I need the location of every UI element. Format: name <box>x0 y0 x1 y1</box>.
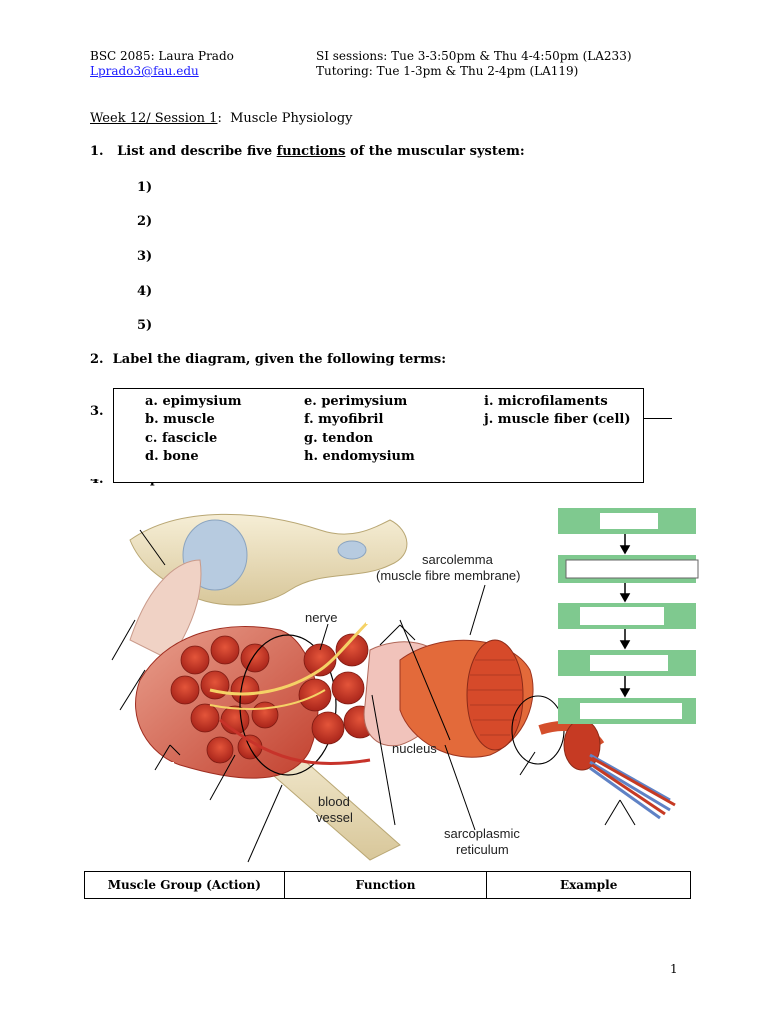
blank-box-3 <box>366 586 404 624</box>
blank-box-4 <box>118 762 174 790</box>
label-blood: blood <box>318 794 350 809</box>
q4-number: 4. <box>90 472 104 487</box>
term-a: a. epimysium <box>145 394 242 409</box>
question-2: 2. Label the diagram, given the followin… <box>90 352 446 367</box>
flow-chart <box>558 508 698 724</box>
label-nerve: nerve <box>305 610 338 625</box>
term-f: f. myofibril <box>304 412 383 427</box>
label-nucleus: nucleus <box>392 741 437 756</box>
label-reticulum: reticulum <box>456 842 509 857</box>
label-sarcolemma-sub: (muscle fibre membrane) <box>376 568 521 583</box>
q1-item-1: 1) <box>137 180 152 195</box>
flow-box-5-blank <box>580 703 682 719</box>
q3-number: 3. <box>90 404 104 419</box>
table-header-example: Example <box>487 872 691 899</box>
q3-answer-line <box>642 418 672 419</box>
term-h: h. endomysium <box>304 449 415 464</box>
tutoring-hours: Tutoring: Tue 1-3pm & Thu 2-4pm (LA119) <box>316 63 578 79</box>
q1-text-functions: functions <box>277 144 346 159</box>
table-header-row: Muscle Group (Action) Function Example <box>85 872 691 899</box>
blank-box-5 <box>480 782 552 808</box>
course-name: BSC 2085: Laura Prado <box>90 48 234 64</box>
q1-text-b: of the muscular system: <box>345 144 524 159</box>
email-link[interactable]: Lprado3@fau.edu <box>90 63 199 79</box>
question-1: 1. List and describe five functions of t… <box>90 144 525 159</box>
muscle-table: Muscle Group (Action) Function Example <box>84 871 691 899</box>
myofibril-end <box>467 640 523 750</box>
bone-joint-right <box>338 541 366 559</box>
q2-text-rest: the diagram, given the following terms: <box>153 352 447 367</box>
q1-number: 1. <box>90 144 104 159</box>
flow-box-2-blank <box>566 560 698 578</box>
title-colon: : <box>217 111 221 126</box>
q1-item-5: 5) <box>137 318 152 333</box>
q1-item-2: 2) <box>137 214 152 229</box>
term-j: j. muscle fiber (cell) <box>484 412 631 427</box>
topic: Muscle Physiology <box>230 111 352 126</box>
q1-item-3: 3) <box>137 249 152 264</box>
blank-box-2 <box>70 660 122 712</box>
blank-box-1 <box>98 500 150 522</box>
flow-box-3-blank <box>580 607 664 625</box>
label-vessel: vessel <box>316 810 353 825</box>
q1-text-a: List and describe five <box>117 144 277 159</box>
term-c: c. fascicle <box>145 431 217 446</box>
week-label: Week 12/ Session 1 <box>90 111 217 126</box>
flow-box-4-blank <box>590 655 668 671</box>
table-header-muscle-group: Muscle Group (Action) <box>85 872 285 899</box>
session-title: Week 12/ Session 1: Muscle Physiology <box>90 111 353 126</box>
q2-number: 2. <box>90 352 104 367</box>
label-sarcoplasmic: sarcoplasmic <box>444 826 520 841</box>
term-b: b. muscle <box>145 412 215 427</box>
terms-box: a. epimysium b. muscle c. fascicle d. bo… <box>113 388 644 483</box>
q2-text-label: Label <box>113 352 153 367</box>
term-i: i. microfilaments <box>484 394 608 409</box>
q1-item-4: 4) <box>137 284 152 299</box>
table-header-function: Function <box>284 872 487 899</box>
label-sarcolemma: sarcolemma <box>422 552 494 567</box>
myofilament-end <box>564 720 600 770</box>
page-number: 1 <box>670 962 678 976</box>
term-d: d. bone <box>145 449 199 464</box>
term-e: e. perimysium <box>304 394 407 409</box>
si-sessions: SI sessions: Tue 3-3:50pm & Thu 4-4:50pm… <box>316 48 632 64</box>
muscle-diagram: sarcolemma (muscle fibre membrane) nerve… <box>70 500 700 865</box>
flow-box-1-blank <box>600 513 658 529</box>
term-g: g. tendon <box>304 431 373 446</box>
